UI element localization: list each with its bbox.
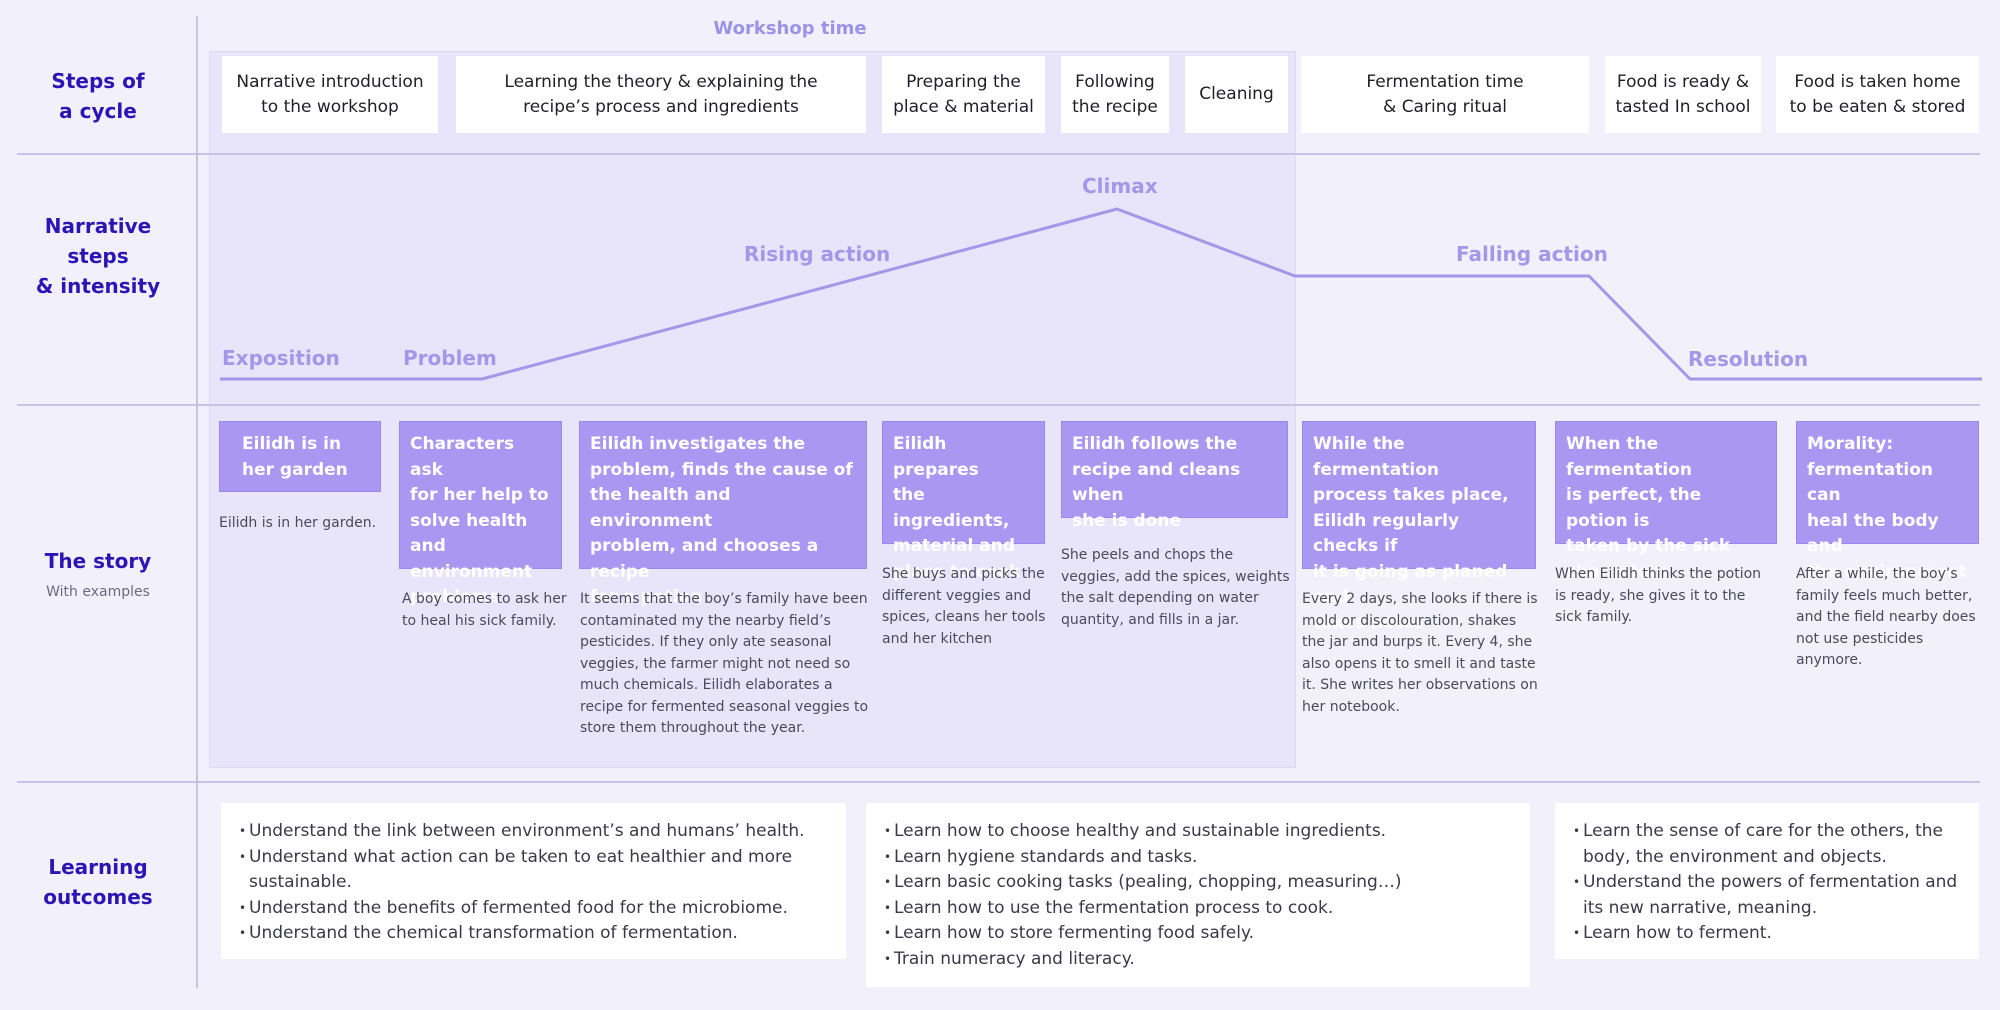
narrative-climax: Climax: [1082, 174, 1158, 198]
story-card: Eilidh prepares the ingredients, materia…: [882, 421, 1045, 582]
row-divider-steps: [17, 153, 1980, 155]
learning-outcome-item: Train numeracy and literacy.: [884, 947, 1512, 973]
story-example: She peels and chops the veggies, add the…: [1061, 547, 1290, 628]
learning-outcome-item: Learn basic cooking tasks (pealing, chop…: [884, 870, 1512, 896]
row-label-outcomes: Learning outcomes: [43, 855, 153, 909]
workshop-time-label: Workshop time: [713, 18, 867, 39]
story-example: It seems that the boy’s family have been…: [580, 591, 869, 736]
step-card: Narrative introduction to the workshop: [222, 56, 438, 133]
narrative-rising-action: Rising action: [744, 242, 891, 266]
learning-outcome-item: Understand the benefits of fermented foo…: [239, 896, 828, 922]
story-example: When Eilidh thinks the potion is ready, …: [1555, 566, 1762, 625]
step-card: Following the recipe: [1061, 56, 1169, 133]
story-example: Eilidh is in her garden.: [219, 515, 377, 531]
story-card: While the fermentation process takes pla…: [1302, 421, 1536, 633]
story-example: Every 2 days, she looks if there is mold…: [1302, 591, 1538, 715]
narrative-resolution: Resolution: [1688, 347, 1809, 371]
learning-outcome-item: Learn how to ferment.: [1573, 921, 1961, 947]
narrative-intensity-line: [220, 207, 1982, 381]
narrative-exposition: Exposition: [222, 346, 340, 370]
learning-outcome-item: Learn how to use the fermentation proces…: [884, 896, 1512, 922]
story-example: A boy comes to ask her to heal his sick …: [402, 591, 567, 629]
learning-outcome-item: Understand the chemical transformation o…: [239, 921, 828, 947]
learning-outcome-item: Learn how to store fermenting food safel…: [884, 921, 1512, 947]
row-label-narrative: Narrative steps & intensity: [35, 214, 161, 298]
story-card: Eilidh is in her garden: [219, 421, 381, 492]
learning-outcomes-panel: Learn the sense of care for the others, …: [1555, 803, 1979, 959]
step-card: Food is taken home to be eaten & stored: [1776, 56, 1979, 133]
narrative-problem: Problem: [403, 346, 497, 370]
learning-outcomes-panel: Learn how to choose healthy and sustaina…: [866, 803, 1530, 987]
step-card: Cleaning: [1185, 56, 1288, 133]
step-card: Learning the theory & explaining the rec…: [456, 56, 866, 133]
step-card: Fermentation time & Caring ritual: [1301, 56, 1589, 133]
learning-outcome-item: Learn how to choose healthy and sustaina…: [884, 819, 1512, 845]
step-card: Food is ready & tasted In school: [1605, 56, 1761, 133]
row-label-divider: [196, 16, 198, 988]
story-example: She buys and picks the different veggies…: [882, 566, 1046, 647]
story-example: After a while, the boy’s family feels mu…: [1796, 566, 1976, 668]
learning-outcome-item: Understand the powers of fermentation an…: [1573, 870, 1961, 921]
row-label-steps: Steps of a cycle: [51, 69, 145, 123]
row-label-story: The story: [44, 549, 152, 573]
story-card: Eilidh investigates the problem, finds t…: [579, 421, 867, 607]
learning-outcome-item: Understand what action can be taken to e…: [239, 845, 828, 896]
workshop-time-region: [209, 51, 1296, 768]
narrative-falling-action: Falling action: [1456, 242, 1608, 266]
row-divider-narrative: [17, 404, 1980, 406]
learning-outcomes-panel: Understand the link between environment’…: [221, 803, 846, 959]
learning-outcome-item: Understand the link between environment’…: [239, 819, 828, 845]
learning-outcome-item: Learn hygiene standards and tasks.: [884, 845, 1512, 871]
row-divider-story: [17, 781, 1980, 783]
story-card: Eilidh follows the recipe and cleans whe…: [1061, 421, 1288, 531]
story-card: When the fermentation is perfect, the po…: [1555, 421, 1777, 582]
story-card: Morality: fermentation can heal the body…: [1796, 421, 1979, 582]
learning-outcome-item: Learn the sense of care for the others, …: [1573, 819, 1961, 870]
story-card: Characters ask for her help to solve hea…: [399, 421, 562, 607]
row-label-story-sub: With examples: [46, 584, 150, 600]
step-card: Preparing the place & material: [882, 56, 1045, 133]
